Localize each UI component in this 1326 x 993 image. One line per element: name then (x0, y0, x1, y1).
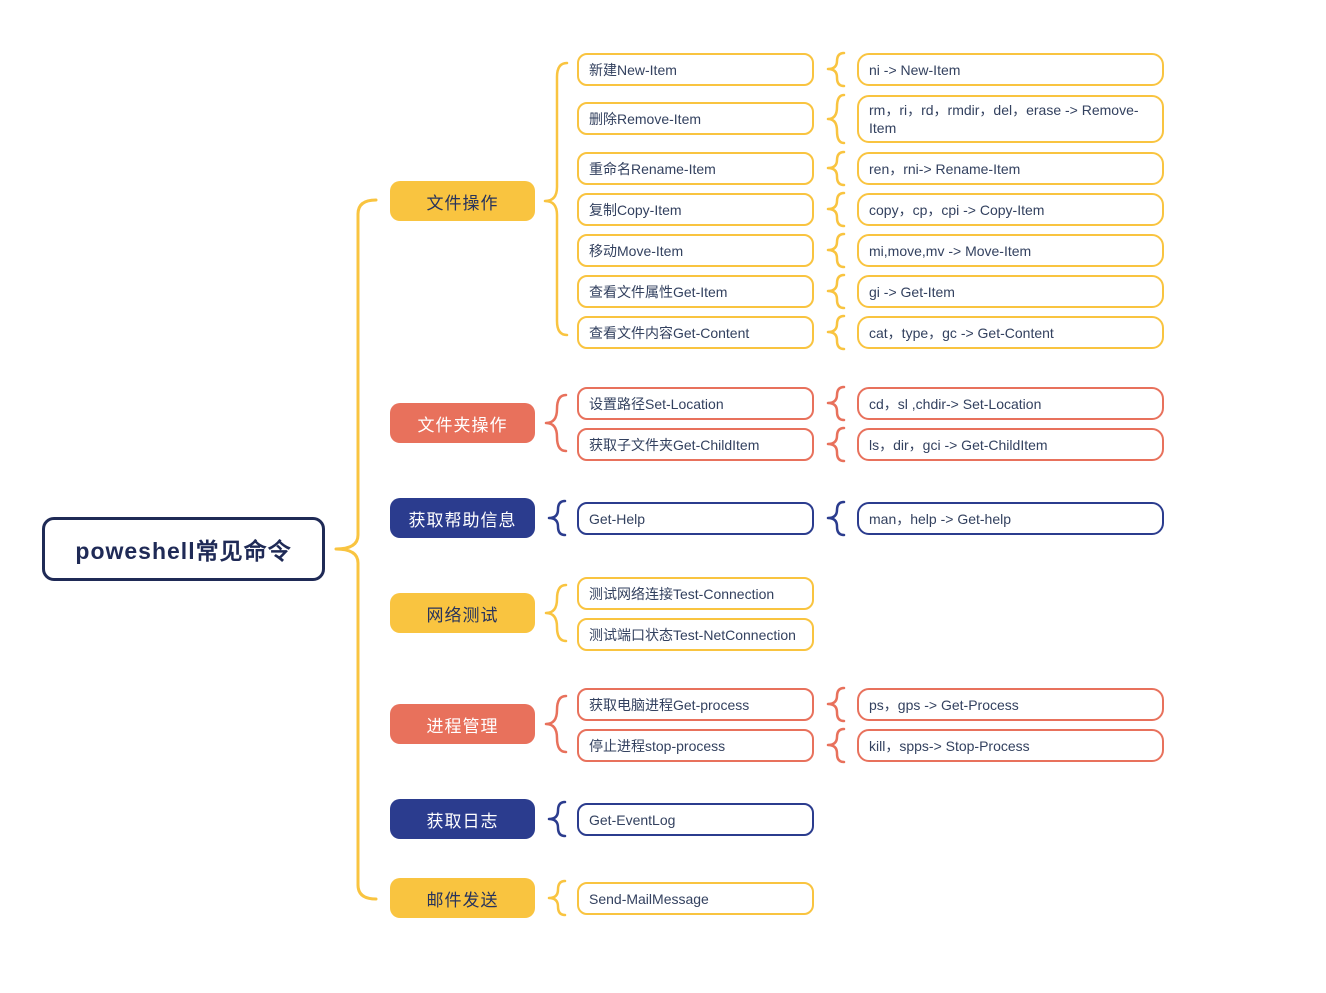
alias-node-stop-process[interactable]: kill，spps-> Stop-Process (857, 729, 1164, 762)
brace-process-mgmt (544, 694, 568, 759)
alias-node-get-content[interactable]: cat，type，gc -> Get-Content (857, 316, 1164, 349)
brace-alias-get-content (826, 314, 846, 356)
child-node-get-eventlog[interactable]: Get-EventLog (577, 803, 814, 836)
alias-node-copy-item[interactable]: copy，cp，cpi -> Copy-Item (857, 193, 1164, 226)
brace-folder-ops (544, 393, 568, 458)
child-node-test-connection[interactable]: 测试网络连接Test-Connection (577, 577, 814, 610)
branch-node-event-log[interactable]: 获取日志 (390, 799, 535, 839)
alias-node-get-help[interactable]: man，help -> Get-help (857, 502, 1164, 535)
alias-node-get-process[interactable]: ps，gps -> Get-Process (857, 688, 1164, 721)
branch-node-folder-ops[interactable]: 文件夹操作 (390, 403, 535, 443)
alias-node-set-location[interactable]: cd，sl ,chdir-> Set-Location (857, 387, 1164, 420)
branch-node-network-test[interactable]: 网络测试 (390, 593, 535, 633)
child-node-copy-item[interactable]: 复制Copy-Item (577, 193, 814, 226)
child-node-rename-item[interactable]: 重命名Rename-Item (577, 152, 814, 185)
child-node-set-location[interactable]: 设置路径Set-Location (577, 387, 814, 420)
child-node-remove-item[interactable]: 删除Remove-Item (577, 102, 814, 135)
child-node-new-item[interactable]: 新建New-Item (577, 53, 814, 86)
branch-node-mail-send[interactable]: 邮件发送 (390, 878, 535, 918)
brace-alias-get-help (826, 500, 846, 542)
child-node-get-childitem[interactable]: 获取子文件夹Get-ChildItem (577, 428, 814, 461)
brace-alias-remove-item (826, 93, 846, 150)
child-node-stop-process[interactable]: 停止进程stop-process (577, 729, 814, 762)
brace-alias-get-process (826, 686, 846, 728)
brace-alias-get-item (826, 273, 846, 315)
brace-mail-send (547, 879, 567, 922)
child-node-get-process[interactable]: 获取电脑进程Get-process (577, 688, 814, 721)
child-node-get-help[interactable]: Get-Help (577, 502, 814, 535)
brace-alias-get-childitem (826, 426, 846, 468)
brace-file-ops (543, 61, 569, 342)
branch-node-help[interactable]: 获取帮助信息 (390, 498, 535, 538)
brace-alias-set-location (826, 385, 846, 427)
child-node-get-content[interactable]: 查看文件内容Get-Content (577, 316, 814, 349)
alias-node-get-item[interactable]: gi -> Get-Item (857, 275, 1164, 308)
root-node[interactable]: poweshell常见命令 (42, 517, 325, 581)
alias-node-get-childitem[interactable]: ls，dir，gci -> Get-ChildItem (857, 428, 1164, 461)
branch-node-file-ops[interactable]: 文件操作 (390, 181, 535, 221)
child-node-send-mailmessage[interactable]: Send-MailMessage (577, 882, 814, 915)
brace-help (547, 499, 567, 542)
alias-node-rename-item[interactable]: ren，rni-> Rename-Item (857, 152, 1164, 185)
brace-event-log (547, 800, 567, 843)
brace-alias-copy-item (826, 191, 846, 233)
alias-node-new-item[interactable]: ni -> New-Item (857, 53, 1164, 86)
brace-alias-stop-process (826, 727, 846, 769)
brace-alias-new-item (826, 51, 846, 93)
child-node-get-item[interactable]: 查看文件属性Get-Item (577, 275, 814, 308)
brace-alias-rename-item (826, 150, 846, 192)
brace-root (334, 198, 378, 906)
branch-node-process-mgmt[interactable]: 进程管理 (390, 704, 535, 744)
alias-node-remove-item[interactable]: rm，ri，rd，rmdir，del，erase -> Remove-Item (857, 95, 1164, 143)
brace-alias-move-item (826, 232, 846, 274)
child-node-move-item[interactable]: 移动Move-Item (577, 234, 814, 267)
brace-network-test (544, 583, 568, 648)
child-node-test-netconnection[interactable]: 测试端口状态Test-NetConnection (577, 618, 814, 651)
alias-node-move-item[interactable]: mi,move,mv -> Move-Item (857, 234, 1164, 267)
